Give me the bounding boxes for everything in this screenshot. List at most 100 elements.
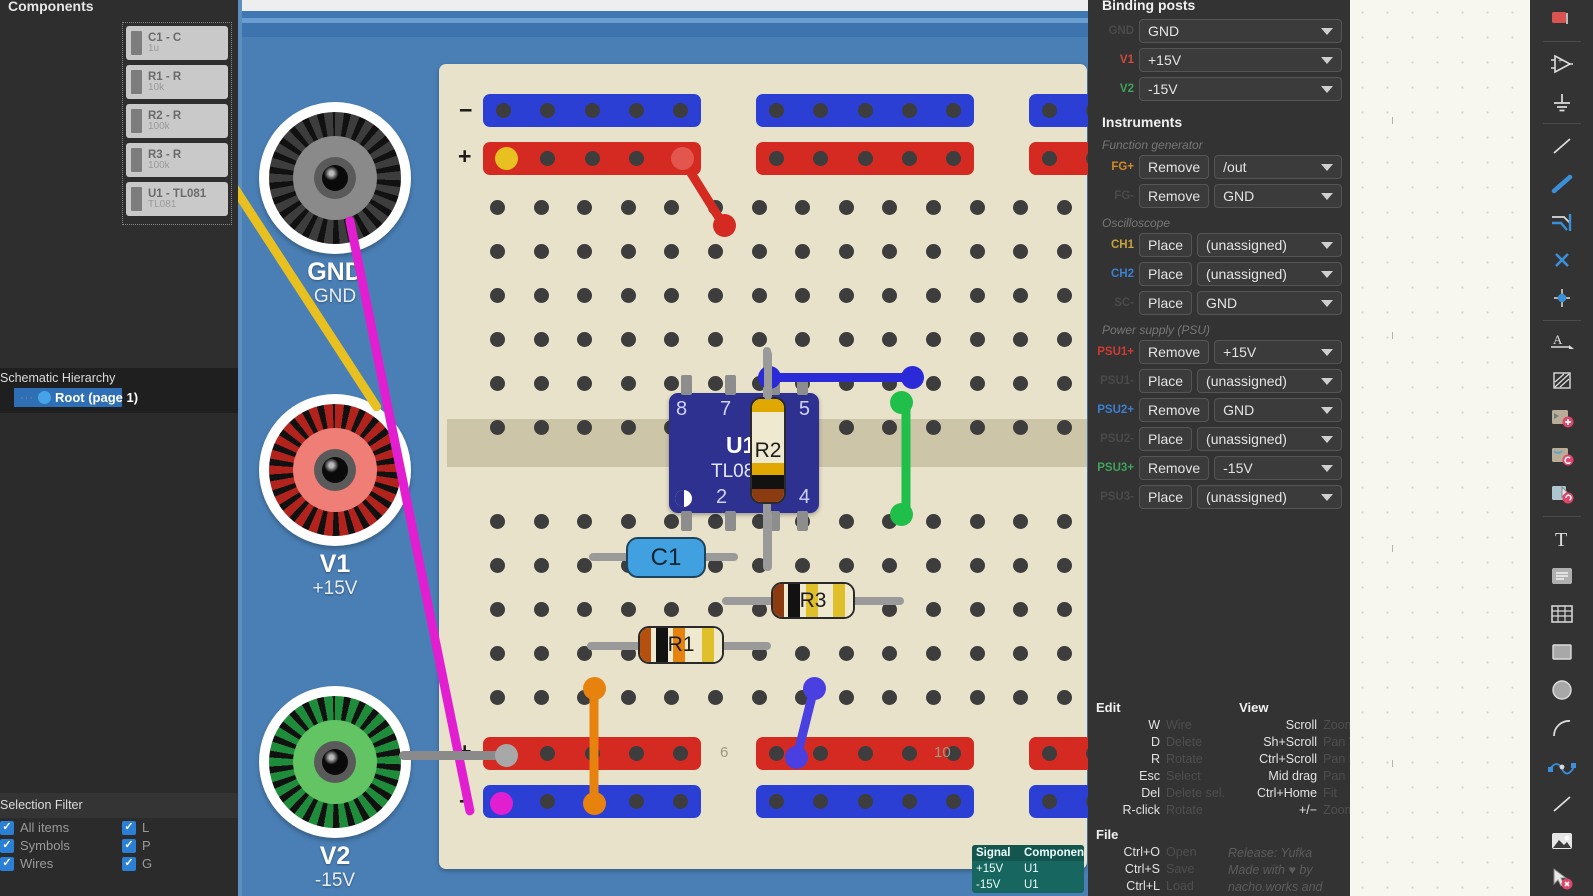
breadboard-hole[interactable] <box>577 514 593 529</box>
rail-hole[interactable] <box>628 103 644 118</box>
breadboard-hole[interactable] <box>1013 244 1029 259</box>
breadboard[interactable]: − + + − 6 10 <box>439 64 1088 869</box>
breadboard-hole[interactable] <box>838 690 854 705</box>
rail-hole[interactable] <box>946 746 961 761</box>
breadboard-hole[interactable] <box>490 646 505 661</box>
psu1-minus-select[interactable]: (unassigned) <box>1197 369 1342 393</box>
breadboard-hole[interactable] <box>795 332 811 347</box>
rail-hole[interactable] <box>857 103 873 118</box>
breadboard-hole[interactable] <box>969 376 985 391</box>
breadboard-hole[interactable] <box>751 558 767 573</box>
breadboard-hole[interactable] <box>1056 244 1072 259</box>
checkbox-icon[interactable] <box>0 856 14 871</box>
breadboard-hole[interactable] <box>1056 646 1072 661</box>
breadboard-hole[interactable] <box>620 332 636 347</box>
rail-hole[interactable] <box>769 103 784 118</box>
rail-hole[interactable] <box>673 746 688 761</box>
breadboard-hole[interactable] <box>490 376 505 391</box>
breadboard-hole[interactable] <box>751 690 767 705</box>
breadboard-hole[interactable] <box>533 514 549 529</box>
ic-pin[interactable] <box>797 375 808 395</box>
breadboard-hole[interactable] <box>751 332 767 347</box>
breadboard-hole[interactable] <box>838 646 854 661</box>
components-list[interactable]: C1 - C 1u R1 - R 10k R2 - R 100k R3 - R … <box>122 22 232 225</box>
breadboard-hole[interactable] <box>708 376 723 391</box>
breadboard-hole[interactable] <box>577 646 593 661</box>
breadboard-hole[interactable] <box>533 602 549 617</box>
rail-hole[interactable] <box>584 103 600 118</box>
breadboard-hole[interactable] <box>1056 558 1072 573</box>
wire-endpoint[interactable] <box>670 146 694 170</box>
rail-hole[interactable] <box>857 794 873 809</box>
breadboard-hole[interactable] <box>1056 376 1072 391</box>
netlabel-icon[interactable] <box>1539 2 1585 36</box>
rail-hole[interactable] <box>1042 151 1057 166</box>
rail-hole[interactable] <box>769 746 784 761</box>
breadboard-hole[interactable] <box>664 288 680 303</box>
breadboard-hole[interactable] <box>490 200 505 215</box>
psu2-minus-action-button[interactable]: Place <box>1139 427 1193 451</box>
arc-icon[interactable] <box>1539 711 1585 745</box>
breadboard-hole[interactable] <box>577 288 593 303</box>
breadboard-hole[interactable] <box>795 646 811 661</box>
rail-hole[interactable] <box>584 151 600 166</box>
breadboard-hole[interactable] <box>838 332 854 347</box>
breadboard-hole[interactable] <box>969 420 985 435</box>
wire-endpoint[interactable] <box>900 365 924 389</box>
breadboard-hole[interactable] <box>664 200 680 215</box>
breadboard-hole[interactable] <box>620 244 636 259</box>
rail-hole[interactable] <box>1042 103 1057 118</box>
filter-graphics[interactable]: G <box>122 856 238 871</box>
rail-hole[interactable] <box>946 794 961 809</box>
breadboard-hole[interactable] <box>1013 376 1029 391</box>
filter-pins[interactable]: P <box>122 838 238 853</box>
polyline-icon[interactable] <box>1539 787 1585 821</box>
breadboard-hole[interactable] <box>708 558 723 573</box>
wire-endpoint[interactable] <box>489 791 513 815</box>
checkbox-icon[interactable] <box>122 820 136 835</box>
binding-post-gnd[interactable]: GND GND <box>259 102 411 307</box>
wire-endpoint[interactable] <box>889 502 913 526</box>
breadboard-hole[interactable] <box>490 690 505 705</box>
breadboard-hole[interactable] <box>1056 332 1072 347</box>
psu3-plus-action-button[interactable]: Remove <box>1139 456 1210 480</box>
breadboard-hole[interactable] <box>969 332 985 347</box>
ic-pin[interactable] <box>769 511 780 531</box>
breadboard-hole[interactable] <box>664 376 680 391</box>
rail-hole[interactable] <box>901 794 917 809</box>
rail-hole[interactable] <box>857 746 873 761</box>
psu1-minus-action-button[interactable]: Place <box>1139 369 1193 393</box>
breadboard-hole[interactable] <box>1013 200 1029 215</box>
filter-symbols[interactable]: Symbols <box>0 838 116 853</box>
breadboard-hole[interactable] <box>490 288 505 303</box>
breadboard-hole[interactable] <box>926 332 941 347</box>
opamp-icon[interactable]: + <box>1539 47 1585 81</box>
binding-post-row-v2[interactable]: V2 -15V <box>1096 77 1342 101</box>
breadboard-hole[interactable] <box>1013 558 1029 573</box>
junction-icon[interactable] <box>1539 281 1585 315</box>
breadboard-hole[interactable] <box>620 200 636 215</box>
import-sheet-icon[interactable] <box>1539 439 1585 473</box>
jumper-wire-orange[interactable] <box>589 688 599 804</box>
rail-hole[interactable] <box>1042 794 1057 809</box>
breadboard-hole[interactable] <box>969 200 985 215</box>
rail-hole[interactable] <box>540 151 556 166</box>
wire-icon[interactable] <box>1539 167 1585 201</box>
fg-minus-action-button[interactable]: Remove <box>1139 184 1210 208</box>
rail-hole[interactable] <box>1086 794 1088 809</box>
breadboard-hole[interactable] <box>882 646 898 661</box>
instrument-row-scope-gnd[interactable]: SC- Place GND <box>1096 291 1342 315</box>
wire-endpoint[interactable] <box>494 146 518 170</box>
breadboard-hole[interactable] <box>1056 420 1072 435</box>
wire-endpoint[interactable] <box>889 390 913 414</box>
instrument-row-psu1-minus[interactable]: PSU1- Place (unassigned) <box>1096 369 1342 393</box>
breadboard-hole[interactable] <box>533 646 549 661</box>
breadboard-hole[interactable] <box>1056 514 1072 529</box>
breadboard-hole[interactable] <box>926 376 941 391</box>
rail-hole[interactable] <box>673 103 688 118</box>
breadboard-hole[interactable] <box>882 558 898 573</box>
rail-hole[interactable] <box>901 746 917 761</box>
rail-hole[interactable] <box>946 103 961 118</box>
wire-endpoint[interactable] <box>802 676 826 700</box>
ic-pin[interactable] <box>681 511 692 531</box>
